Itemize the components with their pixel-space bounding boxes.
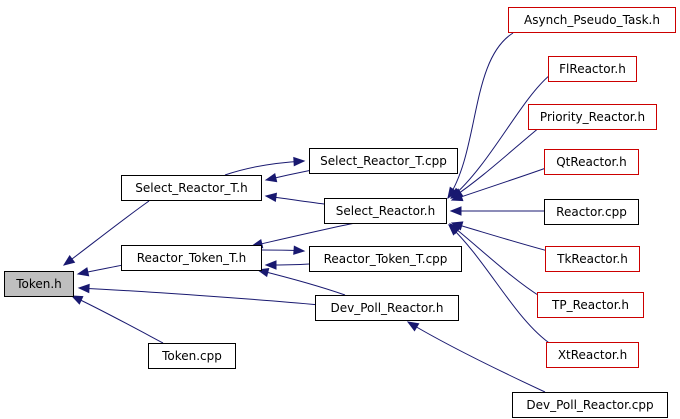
node-box — [528, 104, 657, 130]
edge-dev_poll_reactor_h-to-token_h — [77, 283, 321, 306]
node-box — [545, 246, 640, 272]
arrowhead-icon — [448, 224, 460, 236]
node-tp-reactor-h[interactable]: TP_Reactor.h — [537, 292, 644, 318]
node-box — [121, 175, 262, 201]
node-token-h: Token.h — [4, 271, 74, 297]
edge-line — [451, 126, 541, 199]
node-label: Dev_Poll_Reactor.h — [331, 301, 444, 315]
node-token-cpp[interactable]: Token.cpp — [148, 343, 236, 369]
node-label: Dev_Poll_Reactor.cpp — [526, 398, 653, 412]
node-box — [508, 7, 676, 33]
edge-reactor_token_t_h-to-reactor_token_t_cpp — [261, 245, 306, 255]
arrowhead-icon — [264, 192, 278, 203]
arrowhead-icon — [293, 156, 306, 167]
edge-select_reactor_h-to-reactor_token_t_h — [250, 222, 356, 249]
node-box — [546, 342, 639, 368]
node-label: QtReactor.h — [556, 155, 627, 169]
node-box — [315, 295, 459, 321]
arrowhead-icon — [264, 260, 277, 270]
edge-select_reactor_h-to-select_reactor_t_h — [264, 192, 325, 205]
arrowhead-icon — [293, 245, 306, 255]
edge-line — [449, 223, 542, 298]
edge-reactor_token_t_cpp-to-reactor_token_t_h — [264, 260, 310, 270]
edge-qtreactor_h-to-select_reactor_h — [450, 167, 547, 202]
edge-flreactor_h-to-select_reactor_h — [449, 74, 551, 199]
node-label: Token.h — [15, 277, 62, 291]
node-reactor-cpp[interactable]: Reactor.cpp — [544, 199, 639, 225]
edge-tkreactor_h-to-select_reactor_h — [450, 221, 549, 252]
node-reactor-token-t-cpp[interactable]: Reactor_Token_T.cpp — [309, 246, 462, 272]
edge-line — [451, 222, 549, 252]
edge-reactor_cpp-to-select_reactor_h — [449, 206, 545, 216]
edge-line — [447, 32, 514, 199]
node-priority-reactor-h[interactable]: Priority_Reactor.h — [528, 104, 657, 130]
node-label: FlReactor.h — [559, 62, 626, 76]
edge-reactor_token_t_h-to-token_h — [76, 264, 124, 277]
node-label: Asynch_Pseudo_Task.h — [524, 13, 660, 27]
node-tkreactor-h[interactable]: TkReactor.h — [545, 246, 640, 272]
node-label: Select_Reactor_T.cpp — [320, 154, 447, 168]
edge-priority_reactor_h-to-select_reactor_h — [450, 126, 541, 199]
edge-xtreactor_h-to-select_reactor_h — [448, 224, 553, 346]
edge-select_reactor_t_cpp-to-select_reactor_t_h — [264, 169, 313, 183]
edge-line — [407, 321, 546, 393]
node-label: TP_Reactor.h — [551, 298, 629, 312]
node-dev-poll-reactor-h[interactable]: Dev_Poll_Reactor.h — [315, 295, 459, 321]
node-label: TkReactor.h — [556, 252, 628, 266]
edge-line — [78, 287, 321, 306]
node-qtreactor-h[interactable]: QtReactor.h — [544, 149, 639, 175]
arrowhead-icon — [264, 172, 278, 183]
arrowhead-icon — [450, 192, 464, 202]
node-box — [544, 149, 639, 175]
arrowhead-icon — [62, 254, 76, 266]
arrowhead-icon — [70, 295, 84, 305]
node-asynch-pseudo-task-h[interactable]: Asynch_Pseudo_Task.h — [508, 7, 676, 33]
node-label: Reactor_Token_T.cpp — [324, 252, 448, 266]
node-label: XtReactor.h — [558, 348, 627, 362]
node-box — [324, 198, 447, 224]
edge-line — [224, 160, 305, 176]
arrowhead-icon — [406, 321, 420, 332]
edge-select_reactor_t_h-to-token_h — [62, 200, 150, 266]
node-box — [544, 199, 639, 225]
edge-select_reactor_t_h-to-select_reactor_t_cpp — [224, 156, 306, 176]
edge-line — [71, 295, 164, 344]
node-xtreactor-h[interactable]: XtReactor.h — [546, 342, 639, 368]
node-box — [4, 271, 74, 297]
edge-layer — [62, 32, 553, 393]
node-select-reactor-t-h[interactable]: Select_Reactor_T.h — [121, 175, 262, 201]
node-label: Reactor.cpp — [556, 205, 627, 219]
edge-dev_poll_reactor_h-to-reactor_token_t_h — [256, 267, 346, 296]
node-flreactor-h[interactable]: FlReactor.h — [548, 56, 637, 82]
arrowhead-icon — [449, 206, 462, 216]
node-box — [537, 292, 644, 318]
node-box — [148, 343, 236, 369]
node-label: Token.cpp — [161, 349, 222, 363]
node-label: Select_Reactor_T.h — [135, 181, 247, 195]
node-box — [309, 246, 462, 272]
edge-dev_poll_reactor_cpp-to-dev_poll_reactor_h — [406, 321, 546, 393]
node-box — [512, 392, 668, 418]
edge-line — [450, 74, 551, 199]
node-reactor-token-t-h[interactable]: Reactor_Token_T.h — [121, 245, 262, 271]
node-box — [309, 148, 458, 174]
arrowhead-icon — [76, 267, 90, 277]
node-dev-poll-reactor-cpp[interactable]: Dev_Poll_Reactor.cpp — [512, 392, 668, 418]
node-select-reactor-h[interactable]: Select_Reactor.h — [324, 198, 447, 224]
node-layer: Token.h Select_Reactor_T.hReactor_Token_T… — [4, 7, 676, 418]
node-box — [548, 56, 637, 82]
edge-line — [448, 224, 553, 346]
edge-line — [251, 222, 356, 247]
node-select-reactor-t-cpp[interactable]: Select_Reactor_T.cpp — [309, 148, 458, 174]
edge-token_cpp-to-token_h — [70, 295, 164, 344]
node-label: Reactor_Token_T.h — [137, 251, 247, 265]
arrowhead-icon — [77, 283, 90, 294]
node-label: Select_Reactor.h — [336, 204, 435, 218]
edge-tp_reactor_h-to-select_reactor_h — [448, 223, 542, 298]
node-box — [121, 245, 262, 271]
node-label: Priority_Reactor.h — [540, 110, 645, 124]
edge-line — [257, 269, 346, 296]
